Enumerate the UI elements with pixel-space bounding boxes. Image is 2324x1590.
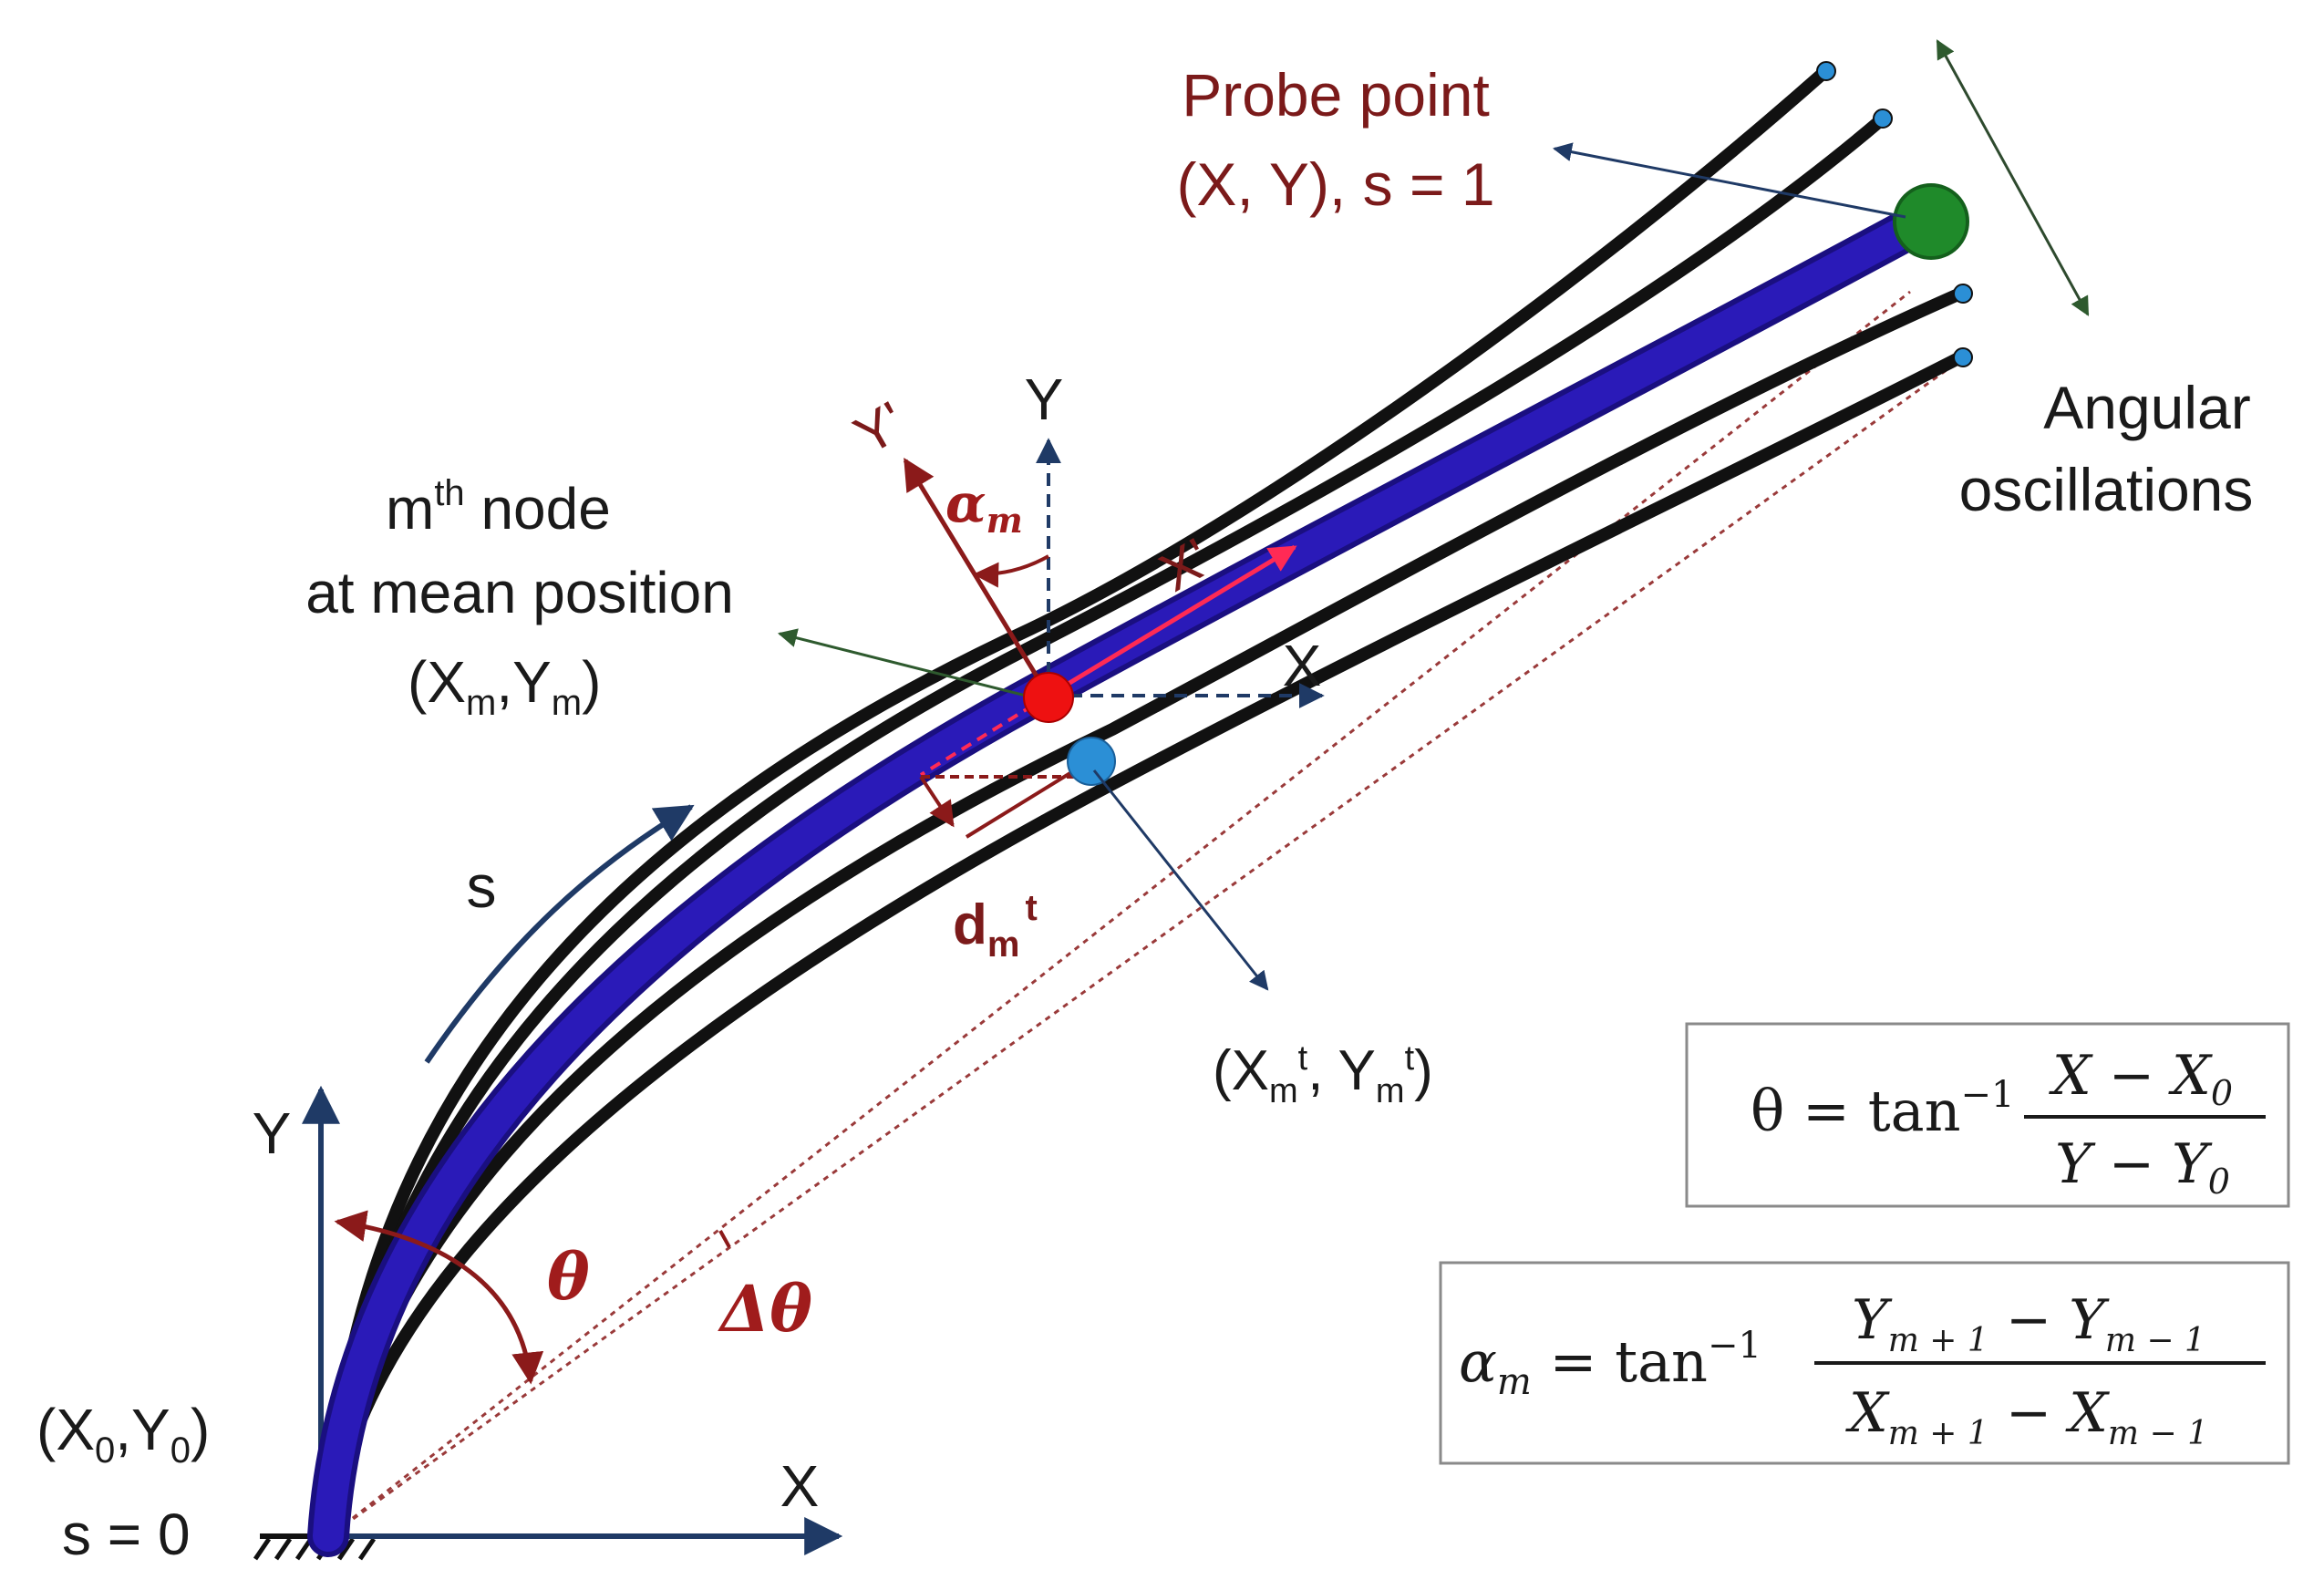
node-callout-arrow xyxy=(777,628,1045,702)
theta-angle-arc xyxy=(334,1210,544,1385)
angular-label-line1: Angular xyxy=(2043,374,2251,441)
probe-label-line1: Probe point xyxy=(1182,61,1490,129)
probe-point-marker xyxy=(1893,183,1969,260)
s-zero-label: s = 0 xyxy=(62,1502,191,1567)
global-y-axis-label: Y xyxy=(253,1100,292,1166)
instantaneous-node-marker xyxy=(1067,737,1116,786)
probe-label-line2: (X, Y), s = 1 xyxy=(1176,150,1494,218)
beam-position-1 xyxy=(322,67,1830,1543)
displacement-bracket xyxy=(919,762,1087,839)
alpha-label: αm xyxy=(945,472,1023,541)
theta-label: θ xyxy=(547,1239,590,1315)
tip-dot-4 xyxy=(1953,347,1973,367)
mth-node-marker xyxy=(1023,672,1074,723)
instantaneous-node-callout-arrow xyxy=(1092,769,1269,991)
tip-dot-2 xyxy=(1873,108,1893,129)
node-label-line1: mth node xyxy=(386,473,611,542)
arc-length-label: s xyxy=(467,852,497,920)
instantaneous-node-label: (Xmt, Ymt) xyxy=(1213,1039,1433,1110)
arc-length-arrow xyxy=(424,804,695,1064)
alpha-equation-box: αm = tan−1 Ym + 1 − Ym − 1 Xm + 1 − Xm −… xyxy=(1439,1261,2290,1465)
rotated-x-axis xyxy=(1047,544,1297,698)
svg-text:Ym + 1 − Ym − 1: Ym + 1 − Ym − 1 xyxy=(1852,1288,2205,1359)
angular-label-line2: oscillations xyxy=(1959,456,2254,523)
node-label-line3: (Xm,Ym) xyxy=(408,649,601,723)
global-x-axis-label: X xyxy=(780,1453,820,1519)
delta-theta-label: Δθ xyxy=(718,1271,812,1347)
svg-text:Xm + 1 − Xm − 1: Xm + 1 − Xm − 1 xyxy=(1845,1381,2208,1452)
local-x-axis-label: X xyxy=(1283,633,1322,698)
angular-oscillation-arrow xyxy=(1936,39,2090,316)
origin-label: (X0,Y0) xyxy=(36,1397,210,1471)
svg-text:θ = tan−1: θ = tan−1 xyxy=(1751,1074,2014,1144)
svg-text:Y − Y0: Y − Y0 xyxy=(2055,1132,2230,1202)
tip-dot-1 xyxy=(1816,61,1836,81)
probe-callout-arrow xyxy=(1552,142,1906,219)
displacement-label: dmt xyxy=(953,888,1038,965)
local-y-axis-label: Y xyxy=(1025,367,1064,432)
svg-text:X − X0: X − X0 xyxy=(2049,1044,2233,1113)
tip-dot-3 xyxy=(1953,284,1973,304)
node-label-line2: at mean position xyxy=(305,560,734,625)
beam-position-2 xyxy=(322,112,1889,1543)
rotated-y-axis-label: Y' xyxy=(844,390,915,467)
alpha-angle-arc xyxy=(973,554,1049,588)
theta-equation-box: θ = tan−1 X − X0 Y − Y0 xyxy=(1685,1022,2290,1208)
svg-text:αm = tan−1: αm = tan−1 xyxy=(1459,1325,1761,1403)
delta-theta-tick xyxy=(718,1230,731,1248)
